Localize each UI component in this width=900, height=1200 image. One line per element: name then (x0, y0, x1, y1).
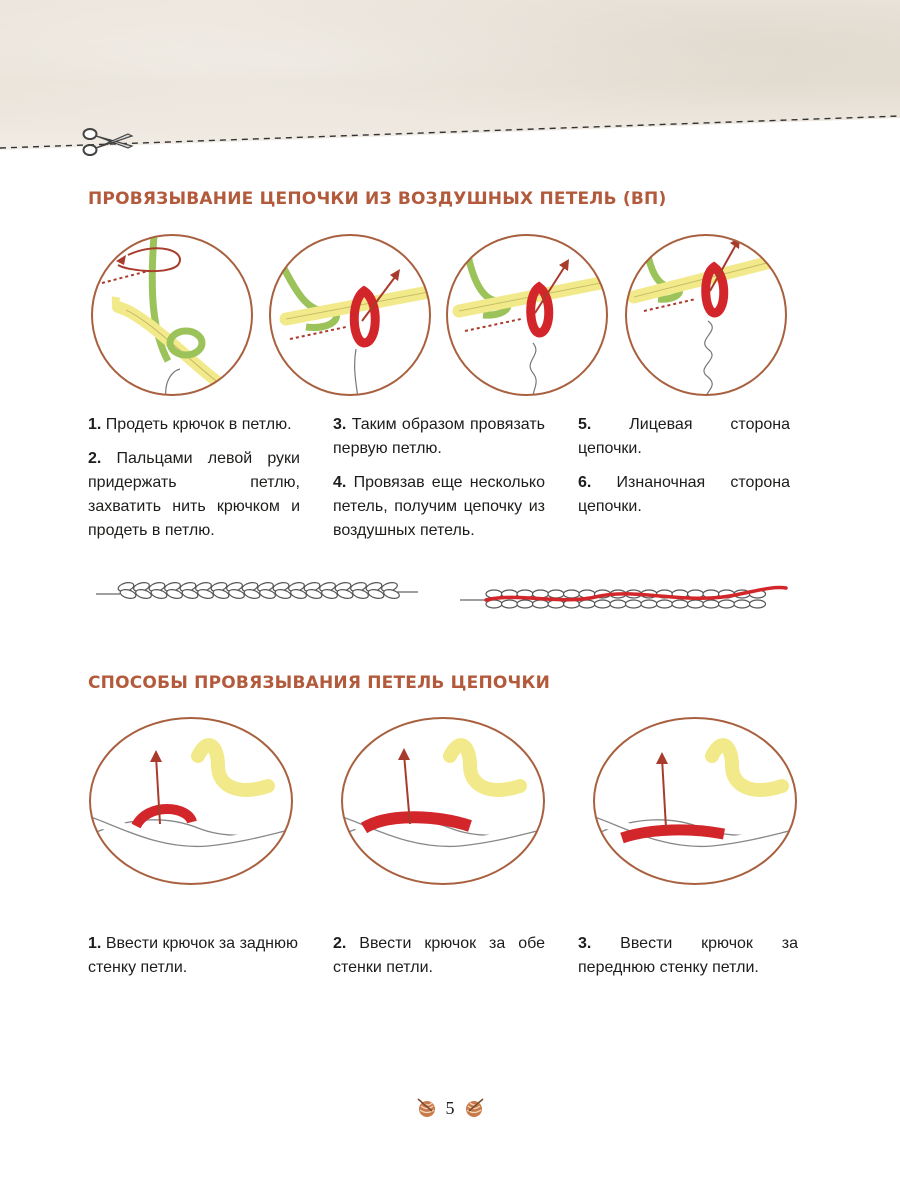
step-illustration-4 (622, 231, 790, 399)
chain-link (319, 582, 338, 599)
chain-link (179, 582, 199, 599)
chain-link (210, 582, 230, 599)
method-illustration-2 (340, 716, 546, 886)
chain-link (365, 582, 385, 599)
method-illustration-3 (592, 716, 798, 886)
header-paper-band (0, 0, 900, 150)
scissors-icon (82, 128, 134, 156)
chain-front-side (96, 582, 418, 599)
chain-link (164, 582, 183, 599)
chain-link (334, 582, 354, 599)
chain-link (257, 582, 276, 599)
chain-link (350, 582, 369, 599)
method-caption-1: 1. Ввести крючок за заднюю стенку петли. (88, 935, 298, 976)
method-caption-2: 2. Ввести крючок за обе стенки петли. (333, 935, 545, 976)
chain-link (272, 582, 292, 599)
chain-link (226, 582, 245, 599)
step-6-caption: 6. Изнаночная сторона цепочки. (578, 474, 790, 515)
step-illustration-3 (443, 231, 611, 399)
yarn-ball-icon (417, 1098, 435, 1117)
chain-link (593, 589, 612, 609)
caption-column-2: 3. Таким образом провязать первую петлю.… (333, 413, 545, 553)
page-number: 5 (410, 1094, 490, 1122)
caption-column-1: 1. Продеть крючок в петлю. 2. Пальцами л… (88, 413, 300, 553)
chain-link (640, 589, 658, 609)
chain-link (288, 582, 307, 599)
section-title-chain: ПРОВЯЗЫВАНИЕ ЦЕПОЧКИ ИЗ ВОЗДУШНЫХ ПЕТЕЛЬ… (88, 189, 667, 209)
cut-line (0, 115, 900, 149)
method-illustration-1 (88, 716, 294, 886)
step-illustration-1 (88, 231, 256, 399)
chain-back-side (460, 585, 788, 609)
caption-column-3: 5. Лицевая сторона цепочки. 6. Изнаночна… (578, 413, 790, 529)
chain-link (655, 589, 674, 609)
yarn-ball-icon (465, 1098, 483, 1117)
step-2-caption: 2. Пальцами левой руки придержать петлю,… (88, 450, 300, 539)
section-title-methods: СПОСОБЫ ПРОВЯЗЫВАНИЯ ПЕТЕЛЬ ЦЕПОЧКИ (88, 673, 550, 693)
chain-link (148, 582, 168, 599)
step-illustration-2 (266, 231, 434, 399)
chain-link (717, 589, 736, 609)
chain-link (195, 582, 214, 599)
chain-link (381, 582, 400, 599)
step-3-caption: 3. Таким образом провязать первую петлю. (333, 416, 545, 457)
chain-link (133, 582, 152, 599)
method-caption-3: 3. Ввести крючок за переднюю стенку петл… (578, 935, 798, 976)
chain-link (117, 582, 137, 599)
step-4-caption: 4. Провязав еще несколько петель, получи… (333, 474, 545, 539)
chain-link (241, 582, 261, 599)
step-5-caption: 5. Лицевая сторона цепочки. (578, 416, 790, 457)
step-1-caption: 1. Продеть крючок в петлю. (88, 416, 292, 433)
chain-link (303, 582, 323, 599)
